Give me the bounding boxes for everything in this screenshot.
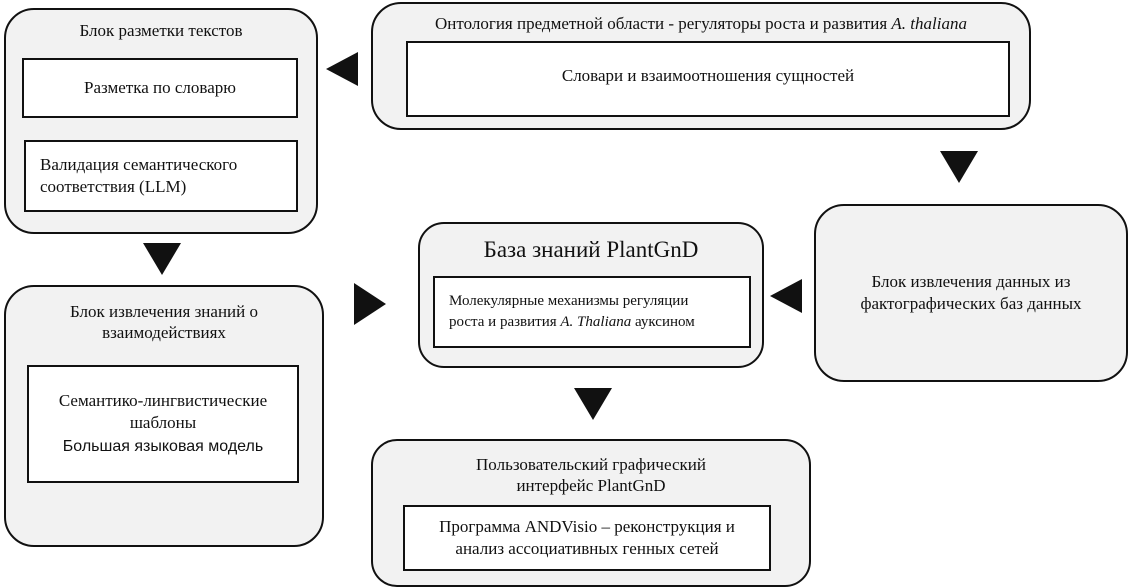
validation-label: Валидация семантического соответствия (L… <box>40 155 238 196</box>
llm-label: Большая языковая модель <box>62 438 264 455</box>
factual-db-title: Блок извлечения данных из фактографическ… <box>860 272 1082 313</box>
gui-block-title: Пользовательский графический интерфейс P… <box>476 455 706 495</box>
knowledge-base-title: База знаний PlantGnD <box>483 237 699 262</box>
arrow-knowledge-base-to-gui-icon <box>574 388 612 420</box>
ontology-block-title: Онтология предметной области - регулятор… <box>373 13 1029 34</box>
knowledge-base-content-line2: роста и развития A. Thaliana ауксином <box>449 314 695 330</box>
gui-content-box: Программа ANDVisio – реконструкция и ана… <box>403 505 771 571</box>
interaction-content-box: Семантико-лингвистические шаблоны Больша… <box>27 365 299 483</box>
markup-block: Блок разметки текстов Разметка по словар… <box>4 8 318 234</box>
arrow-ontology-to-factual-db-icon <box>940 151 978 183</box>
ontology-content-label: Словари и взаимоотношения сущностей <box>561 66 855 85</box>
interaction-block-title: Блок извлечения знаний о взаимодействиях <box>69 302 258 342</box>
ontology-content-box: Словари и взаимоотношения сущностей <box>406 41 1010 117</box>
templates-label: Семантико-лингвистические шаблоны <box>58 391 268 432</box>
validation-box: Валидация семантического соответствия (L… <box>24 140 298 212</box>
markup-block-title: Блок разметки текстов <box>79 21 243 40</box>
factual-db-block: Блок извлечения данных из фактографическ… <box>814 204 1128 382</box>
arrow-factual-db-to-knowledge-base-icon <box>770 279 802 313</box>
knowledge-base-block: База знаний PlantGnD Молекулярные механи… <box>418 222 764 368</box>
knowledge-base-content-box: Молекулярные механизмы регуляции роста и… <box>433 276 751 348</box>
arrow-ontology-to-markup-icon <box>326 52 358 86</box>
dictionary-markup-box: Разметка по словарю <box>22 58 298 118</box>
dictionary-markup-label: Разметка по словарю <box>84 78 236 97</box>
ontology-title-prefix: Онтология предметной области - регулятор… <box>435 14 892 33</box>
gui-content-label: Программа ANDVisio – реконструкция и ана… <box>439 517 735 558</box>
interaction-block: Блок извлечения знаний о взаимодействиях… <box>4 285 324 547</box>
gui-block: Пользовательский графический интерфейс P… <box>371 439 811 587</box>
ontology-block: Онтология предметной области - регулятор… <box>371 2 1031 130</box>
ontology-title-species: A. thaliana <box>891 14 967 33</box>
knowledge-base-content-line1: Молекулярные механизмы регуляции <box>449 293 689 309</box>
arrow-markup-to-interaction-icon <box>143 243 181 275</box>
arrow-interaction-to-knowledge-base-icon <box>354 283 386 325</box>
